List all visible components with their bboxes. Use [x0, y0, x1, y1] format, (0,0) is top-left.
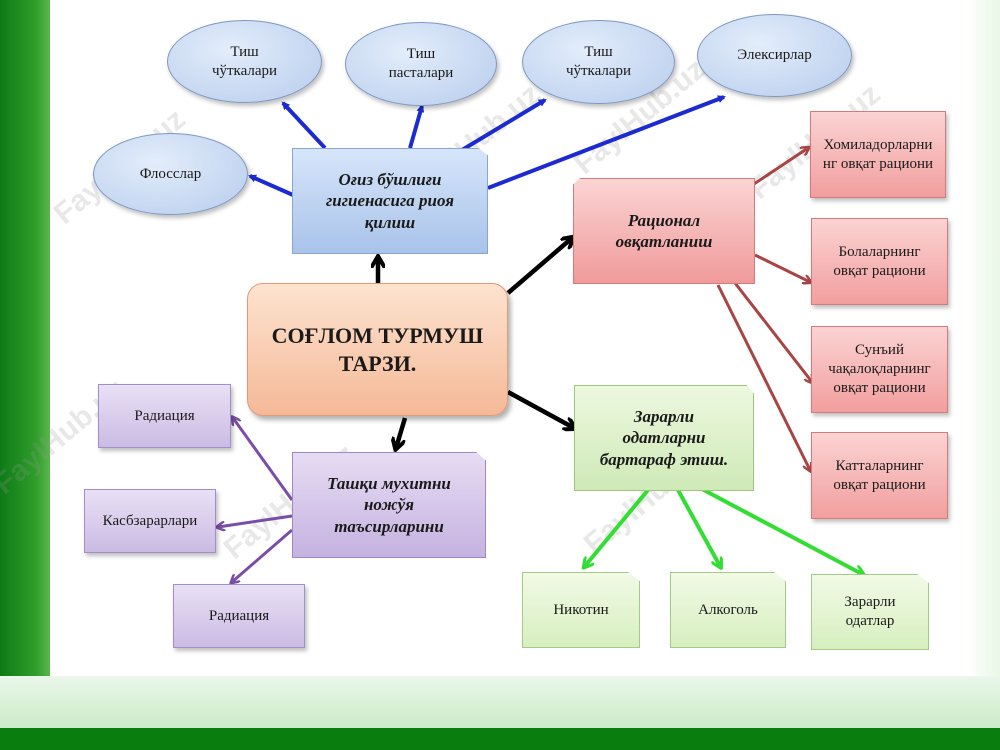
ellipse-toothbrushes-2: Тиш чўткалари — [522, 20, 675, 104]
nutrition-adults-box: Катталарнинг овқат рациони — [811, 432, 948, 519]
env-radiation-box-2: Радиация — [173, 584, 305, 648]
arrow-center-to-environment — [396, 417, 408, 448]
arrow-env-to-occupational — [218, 514, 293, 527]
arrow-habits-to-harmful — [699, 486, 862, 574]
healthy-lifestyle-center: СОҒЛОМ ТУРМУШ ТАРЗИ. — [247, 283, 508, 416]
habit-nicotine-box: Никотин — [522, 572, 640, 648]
nutrition-pregnant-box: Хомиладорларни нг овқат рациони — [810, 111, 946, 198]
arrow-nutrition-to-adults — [716, 284, 810, 470]
arrow-oral-to-floss — [248, 174, 294, 197]
arrow-oral-to-brushes — [281, 101, 327, 150]
habit-harmful-box: Зарарли одатлар — [811, 574, 929, 650]
ellipse-elixirs: Элексирлар — [697, 14, 852, 97]
env-occupational-box: Касбзарарлари — [84, 489, 216, 553]
arrow-nutrition-to-infants — [733, 282, 812, 382]
ellipse-toothpastes: Тиш пасталари — [345, 22, 497, 106]
arrow-nutrition-to-children — [754, 253, 810, 282]
ellipse-toothbrushes-1: Тиш чўткалари — [167, 20, 322, 103]
background-bottom-stripe — [0, 728, 1000, 750]
arrow-oral-to-elixirs — [487, 95, 726, 190]
arrow-env-to-radiation-1 — [233, 418, 294, 501]
arrow-env-to-radiation-2 — [232, 528, 293, 582]
ellipse-floss: Флосслар — [93, 133, 248, 215]
environment-effects-box: Ташқи мухитни ножўя таъсирларини — [292, 452, 486, 558]
arrow-habits-to-alcohol — [676, 489, 720, 566]
nutrition-infants-box: Сунъий чақалоқларнинг овқат рациони — [811, 326, 948, 413]
arrow-center-to-habits — [506, 390, 574, 428]
arrow-oral-to-pastes — [408, 104, 425, 149]
arrow-oral-to-brushes-2 — [460, 98, 547, 152]
arrow-habits-to-nicotine — [585, 488, 650, 566]
arrow-nutrition-to-pregnant — [747, 148, 808, 190]
background-right-band — [968, 0, 1000, 676]
arrow-center-to-nutrition — [506, 238, 572, 295]
env-radiation-box-1: Радиация — [98, 384, 231, 448]
harmful-habits-box: Зарарли одатларни бартараф этиш. — [574, 385, 754, 491]
nutrition-children-box: Болаларнинг овқат рациони — [811, 218, 948, 305]
oral-hygiene-box: Оғиз бўшлиғи гигиенасига риоя қилиш — [292, 148, 488, 254]
habit-alcohol-box: Алкоголь — [670, 572, 786, 648]
rational-nutrition-box: Рационал овқатланиш — [573, 178, 755, 284]
